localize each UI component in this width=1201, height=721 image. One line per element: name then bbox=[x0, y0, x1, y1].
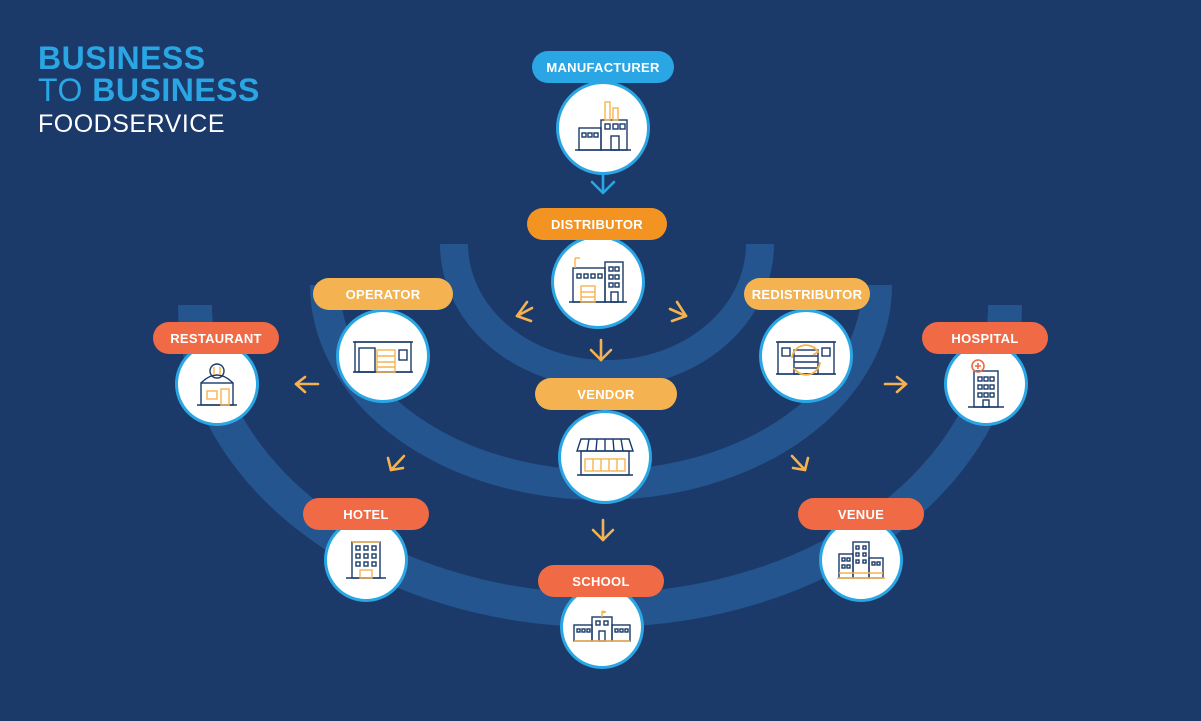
arrow-distributor-to-operator bbox=[515, 300, 534, 323]
redistributor-label: REDISTRIBUTOR bbox=[744, 278, 870, 310]
manufacturer-circle bbox=[556, 81, 650, 175]
title-line-1: BUSINESS bbox=[38, 40, 206, 76]
manufacturer-label: MANUFACTURER bbox=[532, 51, 674, 83]
school-label: SCHOOL bbox=[538, 565, 664, 597]
venue-label: VENUE bbox=[798, 498, 924, 530]
hospital-label: HOSPITAL bbox=[922, 322, 1048, 354]
title-line-3: FOODSERVICE bbox=[38, 110, 226, 138]
arrow-redistributor-to-venue bbox=[790, 454, 810, 472]
arrow-manufacturer-to-distributor bbox=[590, 170, 616, 195]
title-line-2-prefix: TO bbox=[38, 72, 93, 108]
warehouse-icon bbox=[569, 257, 627, 303]
hospital-circle bbox=[944, 342, 1028, 426]
inner-arc bbox=[440, 243, 774, 388]
restaurant-icon bbox=[197, 363, 237, 406]
operator-label: OPERATOR bbox=[313, 278, 453, 310]
arrow-vendor-to-school bbox=[591, 518, 615, 542]
venue-circle bbox=[819, 518, 903, 602]
hotel-circle bbox=[324, 518, 408, 602]
distributor-label: DISTRIBUTOR bbox=[527, 208, 667, 240]
school-icon bbox=[573, 610, 631, 642]
arrow-redistributor-to-hospital bbox=[883, 375, 908, 394]
redistributor-circle bbox=[759, 309, 853, 403]
page-title: BUSINESS TO BUSINESS FOODSERVICE bbox=[38, 42, 260, 137]
hotel-icon bbox=[346, 541, 386, 579]
restaurant-circle bbox=[175, 342, 259, 426]
garage-building-icon bbox=[353, 341, 413, 373]
vendor-label: VENDOR bbox=[535, 378, 677, 410]
title-line-2: TO BUSINESS bbox=[38, 74, 260, 106]
operator-circle bbox=[336, 309, 430, 403]
hotel-label: HOTEL bbox=[303, 498, 429, 530]
restaurant-label: RESTAURANT bbox=[153, 322, 279, 354]
arrow-operator-to-restaurant bbox=[294, 375, 320, 394]
factory-icon bbox=[575, 101, 631, 151]
vendor-circle bbox=[558, 410, 652, 504]
arrow-operator-to-hotel bbox=[386, 454, 406, 472]
title-line-2-main: BUSINESS bbox=[92, 72, 260, 108]
arrow-distributor-to-redistributor bbox=[668, 300, 688, 323]
school-circle bbox=[560, 585, 644, 669]
arrow-distributor-to-vendor bbox=[589, 338, 613, 362]
venue-buildings-icon bbox=[837, 541, 885, 579]
hospital-icon bbox=[968, 359, 1004, 408]
storefront-icon bbox=[576, 438, 634, 476]
redistribution-center-icon bbox=[776, 341, 836, 376]
distributor-circle bbox=[551, 235, 645, 329]
